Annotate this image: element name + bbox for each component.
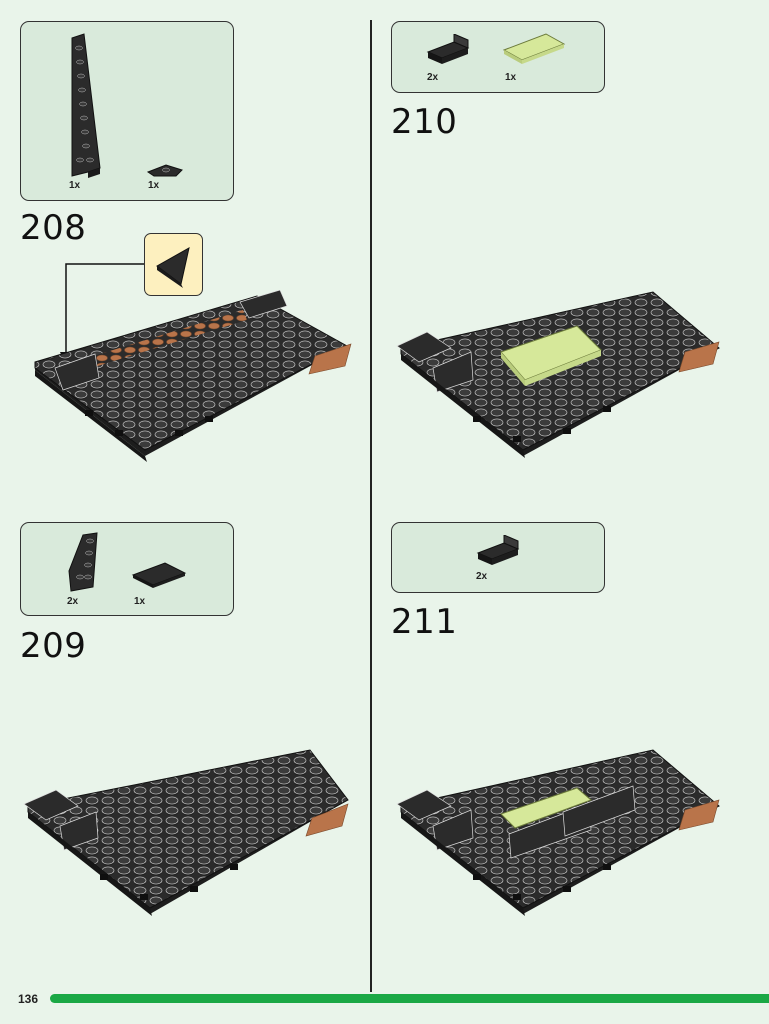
progress-bar (50, 994, 769, 1003)
tile-dark-icon (131, 561, 187, 589)
step-number-209: 209 (20, 626, 86, 666)
wedge-plate-dark-icon (63, 531, 103, 595)
model-step-211 (393, 746, 728, 921)
part-qty-1: 2x (476, 571, 487, 582)
parts-box-step-209: 2x 1x (20, 522, 234, 616)
part-qty-1: 1x (69, 180, 80, 191)
small-wedge-plate-dark-icon (146, 162, 186, 180)
bracket-dark-icon (424, 34, 472, 68)
model-step-208 (25, 290, 360, 465)
step-number-208: 208 (20, 208, 86, 248)
wedge-plate-long-dark-icon (66, 32, 106, 180)
parts-box-step-210: 2x 1x (391, 21, 605, 93)
step-number-210: 210 (391, 102, 457, 142)
parts-box-step-211: 2x (391, 522, 605, 593)
part-qty-1: 2x (427, 72, 438, 83)
part-qty-2: 1x (148, 180, 159, 191)
parts-box-step-208: 1x 1x (20, 21, 234, 201)
model-step-210 (393, 288, 728, 463)
column-divider (370, 20, 372, 992)
part-qty-2: 1x (505, 72, 516, 83)
part-qty-2: 1x (134, 596, 145, 607)
part-qty-1: 2x (67, 596, 78, 607)
bracket-dark-icon (474, 535, 522, 569)
model-step-209 (20, 746, 355, 921)
page-number: 136 (18, 992, 38, 1006)
step-number-211: 211 (391, 602, 457, 642)
tile-lime-icon (502, 32, 566, 66)
